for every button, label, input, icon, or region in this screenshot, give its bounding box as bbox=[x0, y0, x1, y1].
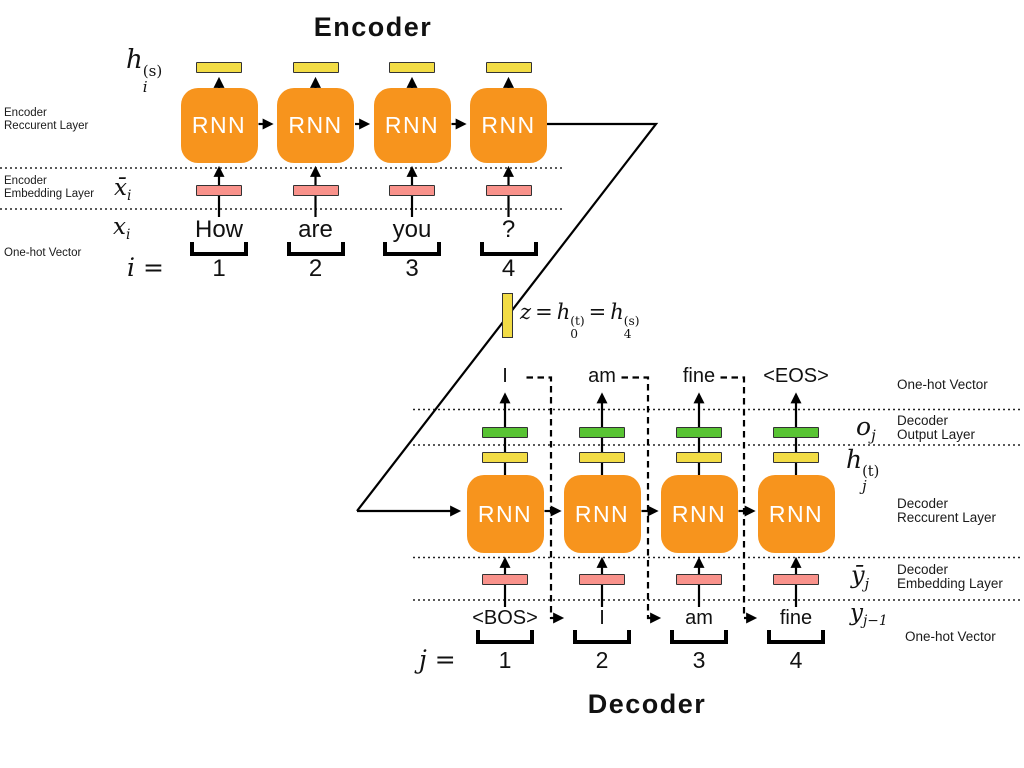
encoder-hidden-bar bbox=[292, 62, 339, 73]
word-underbracket bbox=[286, 242, 345, 256]
context-vector-bar bbox=[502, 293, 513, 338]
decoder-title: Decoder bbox=[587, 689, 707, 719]
feedback-dashed-arrows bbox=[526, 376, 758, 624]
decoder-hidden-bar bbox=[482, 451, 528, 463]
encoder-input-word: you bbox=[392, 216, 432, 243]
decoder-embedding-bar bbox=[482, 574, 528, 585]
decoder-rnn-box: RNN bbox=[660, 475, 738, 553]
decoder-output-bar bbox=[482, 426, 528, 438]
word-underbracket bbox=[670, 630, 728, 644]
label-decoder-onehot-top: One-hot Vector bbox=[897, 377, 988, 392]
decoder-hidden-bar bbox=[579, 451, 625, 463]
word-underbracket bbox=[479, 242, 538, 256]
decoder-index-number: 2 bbox=[595, 647, 609, 673]
math-encoder-embedding: x̄i bbox=[114, 175, 132, 205]
word-underbracket bbox=[190, 242, 248, 256]
word-underbracket bbox=[383, 242, 441, 256]
decoder-input-word: <BOS> bbox=[472, 607, 538, 629]
encoder-index-number: 2 bbox=[308, 255, 323, 282]
decoder-input-word: fine bbox=[779, 607, 813, 629]
math-decoder-hidden-state: h(t)j bbox=[846, 445, 880, 496]
decoder-output-word: fine bbox=[682, 365, 716, 387]
label-decoder-embedding-layer: Decoder Embedding Layer bbox=[897, 562, 1003, 592]
encoder-hidden-bar bbox=[485, 62, 532, 73]
decoder-input-word: I bbox=[599, 607, 605, 629]
rnn-label: RNN bbox=[481, 112, 536, 138]
math-encoder-index: i = bbox=[127, 253, 164, 282]
encoder-embedding-bar bbox=[292, 185, 339, 196]
decoder-rnn-box: RNN bbox=[466, 475, 544, 553]
label-decoder-onehot-bottom: One-hot Vector bbox=[905, 629, 996, 644]
decoder-output-word: <EOS> bbox=[763, 365, 829, 387]
context-vector-label: z=h(t)0=h(s)4 bbox=[520, 300, 640, 342]
encoder-embedding-bar bbox=[485, 185, 532, 196]
label-encoder-onehot-vector: One-hot Vector bbox=[4, 247, 82, 259]
word-underbracket bbox=[767, 630, 825, 644]
encoder-rnn-box: RNN bbox=[373, 88, 451, 163]
encoder-index-number: 3 bbox=[405, 255, 419, 282]
decoder-index-number: 3 bbox=[692, 647, 706, 673]
label-decoder-output-layer: Decoder Output Layer bbox=[897, 413, 976, 443]
encoder-rnn-box: RNN bbox=[470, 88, 547, 163]
decoder-rnn-box: RNN bbox=[563, 475, 641, 553]
label-decoder-recurrent-layer: Decoder Reccurent Layer bbox=[897, 496, 997, 526]
rnn-label: RNN bbox=[768, 500, 824, 527]
encoder-input-word: are bbox=[298, 216, 333, 243]
decoder-hidden-bar bbox=[676, 451, 722, 463]
label-encoder-embedding-layer: Encoder Embedding Layer bbox=[4, 175, 95, 200]
rnn-label: RNN bbox=[384, 112, 440, 138]
label-encoder-recurrent-layer: Encoder Reccurent Layer bbox=[4, 107, 89, 132]
math-decoder-prev-output: yj−1 bbox=[850, 600, 888, 630]
encoder-rnn-box: RNN bbox=[180, 88, 258, 163]
decoder-output-bar bbox=[773, 426, 819, 438]
decoder-rnn-box: RNN bbox=[757, 475, 835, 553]
encoder-input-word: ? bbox=[501, 216, 516, 243]
encoder-embedding-bar bbox=[389, 185, 435, 196]
rnn-label: RNN bbox=[671, 500, 727, 527]
encoder-hidden-bar bbox=[389, 62, 435, 73]
decoder-index-number: 1 bbox=[498, 647, 512, 673]
math-decoder-output: oj bbox=[856, 412, 876, 445]
decoder-index-number: 4 bbox=[789, 647, 803, 673]
encoder-title: Encoder bbox=[313, 12, 433, 42]
math-encoder-hidden-state: h(s)i bbox=[126, 45, 163, 97]
decoder-embedding-bar bbox=[773, 574, 819, 585]
encoder-index-number: 1 bbox=[212, 255, 226, 282]
decoder-output-bar bbox=[676, 426, 722, 438]
encoder-rnn-box: RNN bbox=[277, 88, 354, 163]
encoder-input-word: How bbox=[194, 216, 243, 243]
word-underbracket bbox=[476, 630, 534, 644]
decoder-input-word: am bbox=[685, 607, 713, 629]
layer-separator-dotted-lines bbox=[0, 167, 1022, 601]
decoder-output-word: I bbox=[502, 365, 508, 387]
rnn-label: RNN bbox=[574, 500, 630, 527]
word-underbracket bbox=[573, 630, 631, 644]
math-decoder-index: j = bbox=[419, 645, 456, 674]
rnn-label: RNN bbox=[288, 112, 343, 138]
encoder-embedding-bar bbox=[196, 185, 242, 196]
encoder-hidden-bar bbox=[196, 62, 242, 73]
decoder-embedding-bar bbox=[676, 574, 722, 585]
decoder-hidden-bar bbox=[773, 451, 819, 463]
math-decoder-embedding: ȳj bbox=[851, 561, 870, 593]
rnn-label: RNN bbox=[477, 500, 533, 527]
decoder-output-word: am bbox=[588, 365, 616, 387]
encoder-index-number: 4 bbox=[501, 255, 516, 282]
rnn-label: RNN bbox=[191, 112, 247, 138]
decoder-output-bar bbox=[579, 426, 625, 438]
math-encoder-input: xi bbox=[113, 214, 131, 244]
decoder-embedding-bar bbox=[579, 574, 625, 585]
